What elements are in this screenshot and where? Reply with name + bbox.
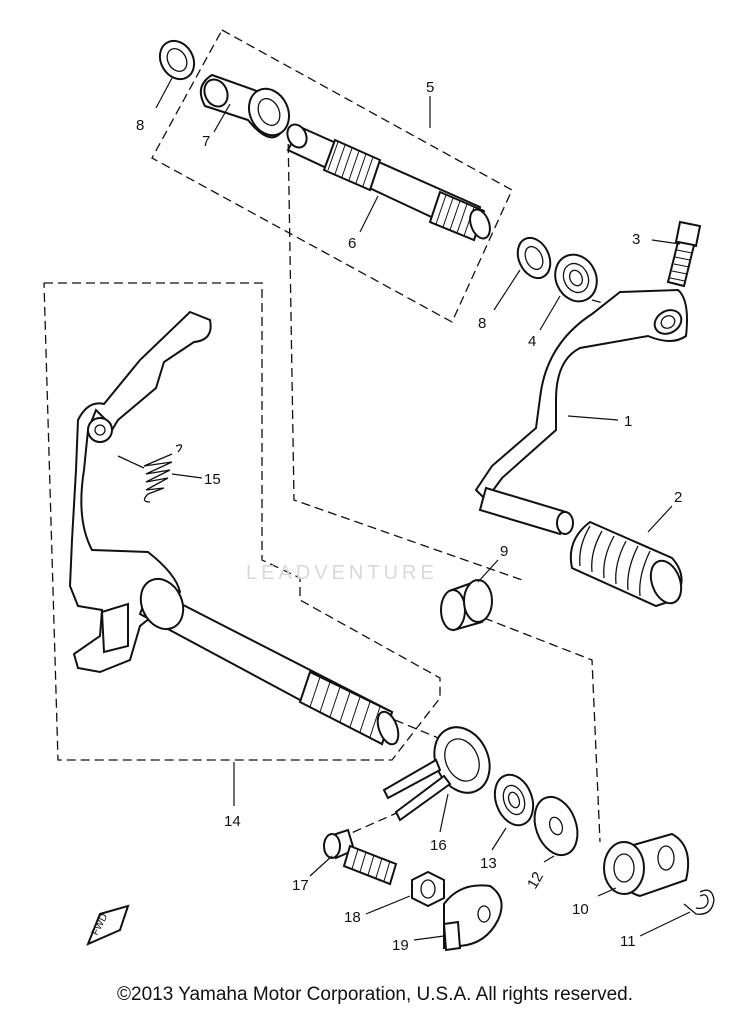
watermark-text: LEADVENTURE bbox=[246, 562, 438, 584]
fwd-direction-arrow: FWD bbox=[86, 904, 130, 946]
leader-lines bbox=[155, 77, 691, 941]
part-18-nut bbox=[411, 870, 445, 908]
part-6-kick-shaft bbox=[286, 123, 491, 242]
part-19-stopper-plate bbox=[442, 884, 503, 952]
label-part-16: 16 bbox=[430, 837, 447, 854]
part-4-oil-seal bbox=[554, 253, 598, 303]
part-12-washer bbox=[533, 795, 579, 857]
label-part-8-lower: 8 bbox=[478, 315, 486, 332]
label-part-4: 4 bbox=[528, 333, 536, 350]
part-3-bolt bbox=[666, 220, 702, 288]
alignment-line-a bbox=[287, 129, 523, 581]
label-part-10: 10 bbox=[572, 901, 589, 918]
part-2-kick-rubber bbox=[569, 520, 683, 608]
part-16-torsion-spring bbox=[382, 726, 491, 822]
assembly-box-14 bbox=[43, 282, 441, 761]
part-8-washer-mid bbox=[516, 236, 552, 280]
copyright-footer: ©2013 Yamaha Motor Corporation, U.S.A. A… bbox=[117, 984, 633, 1005]
part-17-stopper-bolt bbox=[323, 828, 398, 886]
part-10-holder bbox=[603, 832, 690, 898]
label-part-13: 13 bbox=[480, 855, 497, 872]
label-part-18: 18 bbox=[344, 909, 361, 926]
alignment-line-b bbox=[483, 617, 601, 843]
part-9-collar bbox=[440, 578, 493, 632]
label-part-11: 11 bbox=[620, 933, 636, 950]
part-1-kick-crank bbox=[474, 288, 688, 536]
label-part-14: 14 bbox=[224, 813, 241, 830]
part-15-spring bbox=[117, 444, 183, 503]
assembly-box-5 bbox=[151, 29, 513, 323]
label-part-12: 12 bbox=[524, 869, 547, 892]
label-part-2: 2 bbox=[674, 489, 682, 506]
label-part-17: 17 bbox=[292, 877, 309, 894]
label-part-6: 6 bbox=[348, 235, 356, 252]
part-7-bushing bbox=[199, 73, 290, 139]
part-labels: 8 7 5 6 8 4 3 1 2 9 15 14 16 13 12 10 11… bbox=[136, 79, 682, 954]
label-part-19: 19 bbox=[392, 937, 409, 954]
label-part-9: 9 bbox=[500, 543, 508, 560]
label-part-5: 5 bbox=[426, 79, 434, 96]
label-part-3: 3 bbox=[632, 231, 640, 248]
label-part-8: 8 bbox=[136, 117, 144, 134]
label-part-7: 7 bbox=[202, 133, 210, 150]
part-11-circlip bbox=[683, 889, 715, 915]
part-13-oil-seal bbox=[493, 773, 535, 827]
label-part-1: 1 bbox=[624, 413, 632, 430]
part-8-washer-top bbox=[158, 39, 196, 81]
label-part-15: 15 bbox=[204, 471, 221, 488]
part-14-kick-axle-assembly bbox=[68, 310, 400, 746]
